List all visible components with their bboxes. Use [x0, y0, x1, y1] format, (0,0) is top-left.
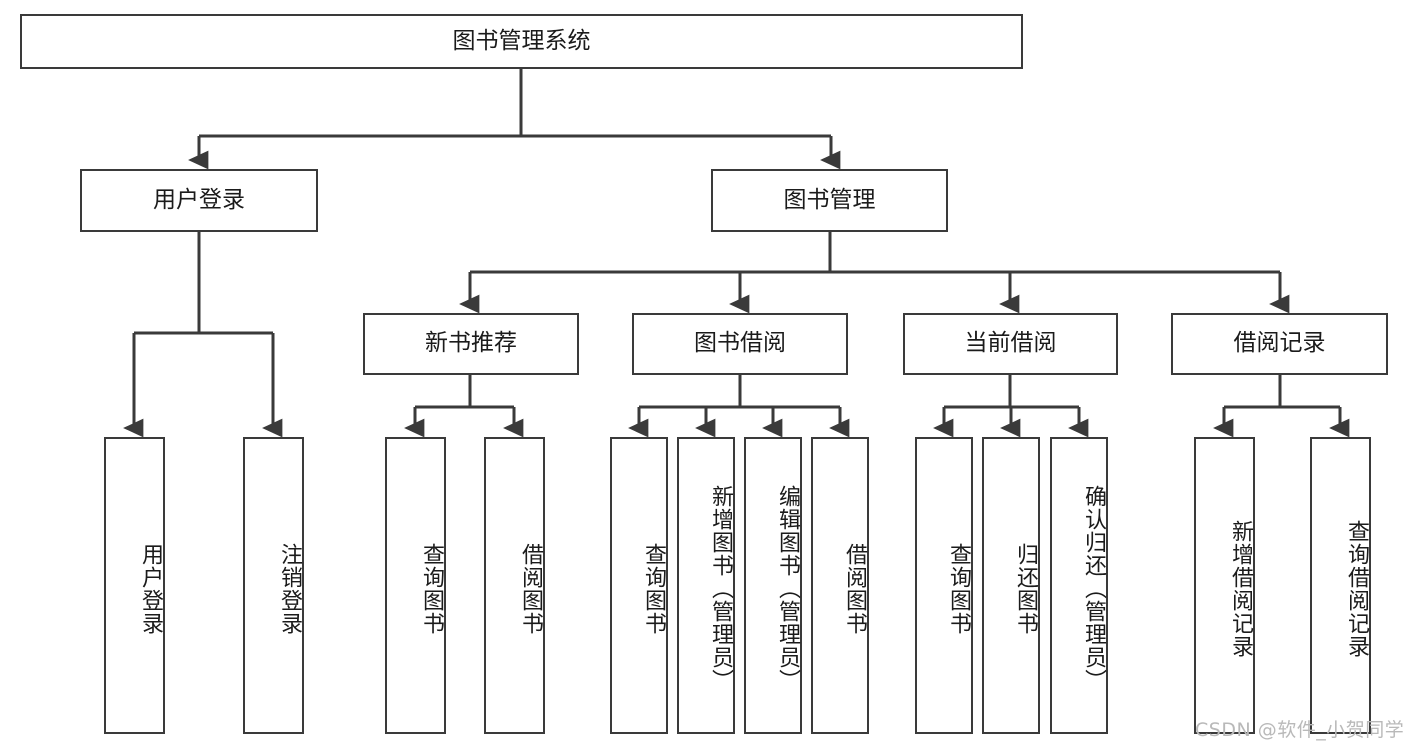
node-leaf-borrow-book-1-label: 借阅图书: [518, 542, 543, 635]
node-current-borrow-label: 当前借阅: [964, 330, 1057, 357]
node-root-system[interactable]: 图书管理系统: [20, 14, 1023, 69]
node-book-borrow-label: 图书借阅: [694, 330, 786, 357]
node-leaf-user-login-label: 用户登录: [138, 542, 163, 635]
node-new-book-recommend[interactable]: 新书推荐: [363, 313, 579, 375]
node-book-manage[interactable]: 图书管理: [711, 169, 948, 232]
node-borrow-record-label: 借阅记录: [1233, 330, 1326, 357]
node-leaf-borrow-book-2-label: 借阅图书: [842, 542, 867, 635]
node-leaf-add-record-label: 新增借阅记录: [1228, 519, 1253, 658]
node-leaf-confirm-return[interactable]: 确认归还（管理员）: [1050, 437, 1108, 734]
node-user-login-label: 用户登录: [153, 186, 245, 213]
node-borrow-record[interactable]: 借阅记录: [1171, 313, 1388, 375]
node-new-book-recommend-label: 新书推荐: [425, 330, 517, 357]
node-leaf-logout-label: 注销登录: [277, 542, 302, 635]
node-leaf-borrow-book-1[interactable]: 借阅图书: [484, 437, 545, 734]
node-leaf-edit-book-label: 编辑图书（管理员）: [775, 485, 800, 692]
node-leaf-query-book-1[interactable]: 查询图书: [385, 437, 446, 734]
node-leaf-return-book[interactable]: 归还图书: [982, 437, 1040, 734]
node-current-borrow[interactable]: 当前借阅: [903, 313, 1118, 375]
node-leaf-return-book-label: 归还图书: [1013, 542, 1038, 635]
node-leaf-borrow-book-2[interactable]: 借阅图书: [811, 437, 869, 734]
node-leaf-query-book-1-label: 查询图书: [419, 542, 444, 635]
watermark-text: CSDN @软件_小贺同学: [1195, 719, 1405, 741]
node-leaf-add-record[interactable]: 新增借阅记录: [1194, 437, 1255, 734]
node-user-login[interactable]: 用户登录: [80, 169, 318, 232]
node-leaf-add-book-label: 新增图书（管理员）: [708, 485, 733, 692]
node-leaf-add-book[interactable]: 新增图书（管理员）: [677, 437, 735, 734]
node-leaf-edit-book[interactable]: 编辑图书（管理员）: [744, 437, 802, 734]
node-leaf-query-book-3-label: 查询图书: [946, 542, 971, 635]
node-leaf-logout[interactable]: 注销登录: [243, 437, 304, 734]
node-book-borrow[interactable]: 图书借阅: [632, 313, 848, 375]
node-leaf-query-record[interactable]: 查询借阅记录: [1310, 437, 1371, 734]
node-leaf-confirm-return-label: 确认归还（管理员）: [1081, 485, 1106, 692]
node-leaf-user-login[interactable]: 用户登录: [104, 437, 165, 734]
node-leaf-query-record-label: 查询借阅记录: [1344, 519, 1369, 658]
node-root-label: 图书管理系统: [452, 27, 591, 54]
node-leaf-query-book-3[interactable]: 查询图书: [915, 437, 973, 734]
node-leaf-query-book-2[interactable]: 查询图书: [610, 437, 668, 734]
node-leaf-query-book-2-label: 查询图书: [641, 542, 666, 635]
node-book-manage-label: 图书管理: [783, 186, 876, 213]
